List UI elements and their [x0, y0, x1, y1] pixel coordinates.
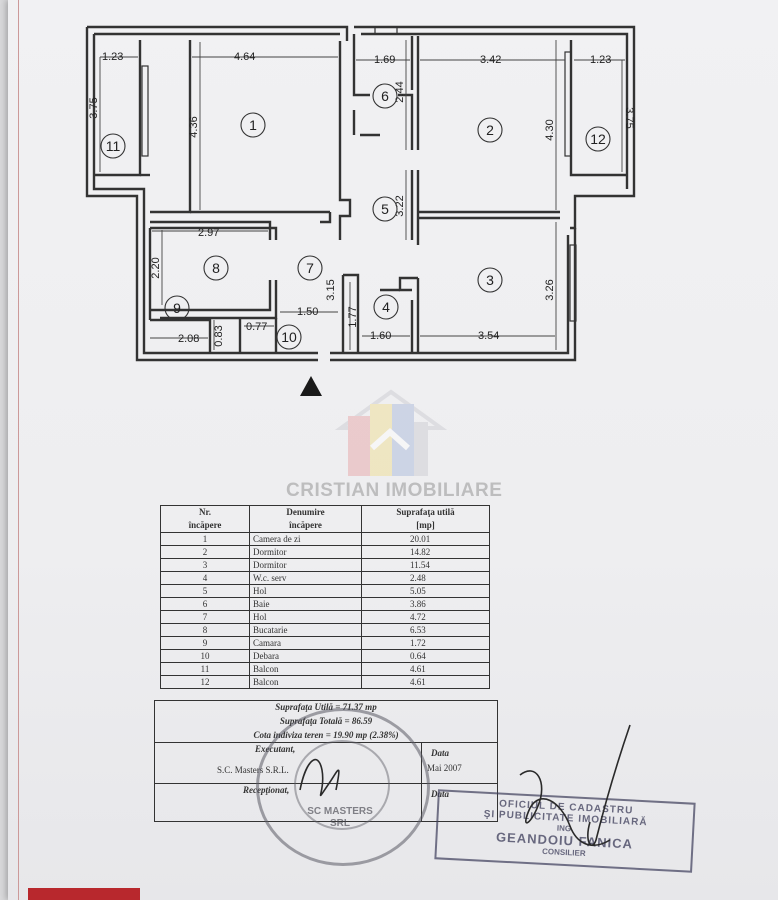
dim-3-26: 3.26: [544, 279, 556, 300]
room-label-1: 1: [249, 117, 257, 133]
room-label-9: 9: [173, 300, 181, 316]
executant-value: S.C. Masters S.R.L.: [217, 765, 289, 775]
dim-1-77: 1.77: [347, 306, 359, 327]
agency-watermark: CRISTIAN IMOBILIARE: [286, 388, 503, 508]
dim-3-54: 3.54: [478, 330, 499, 342]
dim-0-83: 0.83: [213, 325, 225, 346]
receptionist-signature-icon: [519, 724, 631, 846]
entrance-arrow-icon: [300, 376, 322, 396]
date-label-2: Data: [431, 789, 449, 799]
dim-3-42: 3.42: [480, 54, 501, 66]
room-label-11: 11: [106, 138, 121, 154]
plan-walls: [85, 25, 636, 362]
room-label-4: 4: [382, 299, 390, 315]
room-label-12: 12: [590, 131, 606, 147]
room-markers: [100, 83, 611, 350]
floor-plan: 1.23 4.64 1.69 3.42 1.23 3.75 4.36 2.44 …: [85, 25, 636, 396]
room-label-3: 3: [486, 272, 494, 288]
room-label-5: 5: [381, 201, 389, 217]
dim-1-23-left: 1.23: [102, 51, 123, 63]
watermark-text: CRISTIAN IMOBILIARE: [286, 480, 503, 501]
dim-3-75-left: 3.75: [88, 97, 100, 118]
dim-3-75-right: 3.75: [623, 107, 635, 128]
room-area-cell: 4.61: [361, 675, 490, 689]
room-label-10: 10: [281, 329, 297, 345]
dim-3-15: 3.15: [325, 279, 337, 300]
room-number-cell: 12: [160, 675, 250, 689]
dim-1-23-right: 1.23: [590, 54, 611, 66]
room-label-2: 2: [486, 122, 494, 138]
date-label: Data: [431, 748, 449, 758]
dim-1-69: 1.69: [374, 54, 395, 66]
red-tab-strip: [28, 888, 140, 900]
header-nr: Nr.încăpere: [160, 505, 250, 533]
room-label-6: 6: [381, 88, 389, 104]
dim-4-36: 4.36: [188, 116, 200, 137]
plan-dimension-lines: [99, 40, 625, 350]
plan-windows: [141, 26, 577, 322]
dim-2-20: 2.20: [150, 257, 162, 278]
dim-2-97: 2.97: [198, 227, 219, 239]
dim-1-50: 1.50: [297, 306, 318, 318]
dim-0-77: 0.77: [246, 321, 267, 333]
house-logo-icon: [334, 389, 448, 476]
page-margin-line: [18, 0, 19, 900]
executant-signature-icon: [299, 758, 340, 797]
room-label-8: 8: [212, 260, 220, 276]
round-stamp-inner-ring: [294, 740, 390, 830]
room-label-7: 7: [306, 260, 314, 276]
dim-2-08: 2.08: [178, 333, 199, 345]
date-value: Mai 2007: [427, 763, 462, 773]
dim-1-60: 1.60: [370, 330, 391, 342]
useful-area: Suprafaţa Utilă = 71.37 mp: [275, 702, 377, 712]
round-company-stamp: [256, 708, 430, 866]
dim-4-64: 4.64: [234, 51, 255, 63]
dim-4-30: 4.30: [544, 119, 556, 140]
